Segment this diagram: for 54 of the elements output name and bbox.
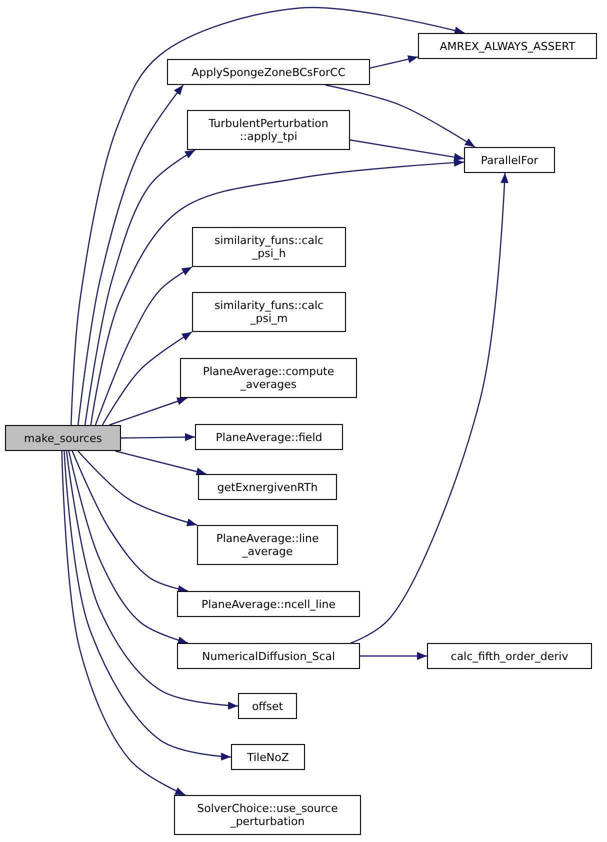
call-arrow bbox=[370, 55, 418, 69]
function-box bbox=[464, 147, 555, 173]
function-name: calc_fifth_order_deriv bbox=[450, 650, 568, 662]
function-name: TurbulentPerturbation ::apply_tpi bbox=[208, 117, 330, 143]
call-arrow bbox=[77, 84, 184, 426]
function-box bbox=[195, 424, 343, 450]
call-arrow bbox=[102, 331, 192, 426]
function-name: getExnergivenRTh bbox=[217, 480, 318, 494]
call-arrow bbox=[109, 397, 188, 426]
function-name: AMREX_ALWAYS_ASSERT bbox=[440, 40, 576, 52]
function-box bbox=[198, 474, 337, 500]
call-arrow bbox=[121, 433, 195, 442]
function-name: similarity_funs::calc _psi_m bbox=[213, 299, 325, 325]
call-arrow bbox=[66, 450, 238, 710]
call-arrow bbox=[61, 450, 186, 796]
function-box bbox=[187, 110, 350, 150]
call-arrow bbox=[64, 450, 232, 760]
call-arrow bbox=[325, 84, 476, 148]
function-name: ParallelFor bbox=[480, 154, 538, 166]
function-box bbox=[418, 33, 597, 59]
function-name: TileNoZ bbox=[247, 750, 289, 764]
function-box bbox=[231, 744, 305, 770]
function-box bbox=[177, 643, 360, 669]
function-box bbox=[177, 591, 360, 617]
call-arrow bbox=[68, 450, 188, 644]
call-arrow bbox=[94, 266, 192, 426]
call-arrow bbox=[360, 652, 427, 660]
call-arrow bbox=[70, 7, 465, 426]
call-arrow bbox=[90, 158, 464, 426]
function-name: similarity_funs::calc _psi_h bbox=[213, 234, 325, 260]
function-name: offset bbox=[252, 700, 284, 712]
function-box bbox=[180, 358, 357, 398]
call-arrow bbox=[72, 450, 188, 594]
function-name: PlaneAverage::compute _averages bbox=[202, 365, 336, 391]
call-arrow bbox=[115, 450, 206, 476]
function-name: NumericalDiffusion_Scal bbox=[202, 650, 335, 662]
function-box bbox=[238, 693, 297, 719]
call-arrow bbox=[78, 450, 198, 526]
function-box bbox=[197, 525, 338, 565]
function-box bbox=[5, 425, 121, 451]
function-box bbox=[192, 227, 346, 267]
function-name: PlaneAverage::line _average bbox=[215, 532, 320, 558]
function-name: PlaneAverage::ncell_line bbox=[201, 598, 336, 610]
call-arrow bbox=[350, 139, 464, 162]
function-box bbox=[427, 643, 592, 669]
function-name: PlaneAverage::field bbox=[216, 430, 322, 444]
function-name: SolverChoice::use_source _perturbation bbox=[196, 802, 339, 828]
function-box bbox=[167, 59, 370, 85]
function-box bbox=[192, 292, 346, 332]
function-box bbox=[174, 795, 361, 835]
function-name: ApplySpongeZoneBCsForCC bbox=[192, 66, 346, 78]
call-arrow bbox=[350, 172, 509, 644]
function-name: make_sources bbox=[24, 432, 102, 444]
call-arrow bbox=[84, 149, 196, 426]
